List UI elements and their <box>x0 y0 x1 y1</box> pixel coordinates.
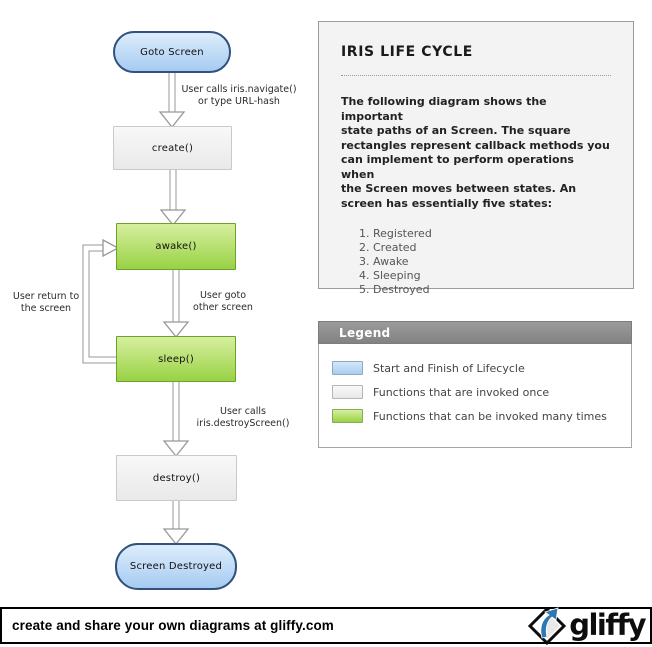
state-list-item: Awake <box>373 255 611 268</box>
legend-row: Functions that are invoked once <box>332 385 631 399</box>
arrow-sleep-to-destroy <box>162 382 190 458</box>
arrow-goto-to-create <box>158 73 186 129</box>
legend-swatch-once-icon <box>332 385 363 399</box>
legend-label: Functions that can be invoked many times <box>373 409 607 423</box>
gliffy-logo: gliffy <box>527 606 646 646</box>
node-sleep: sleep() <box>116 336 236 382</box>
legend-row: Start and Finish of Lifecycle <box>332 361 631 375</box>
node-label: Screen Destroyed <box>129 561 223 572</box>
node-create: create() <box>113 126 232 170</box>
legend-row: Functions that can be invoked many times <box>332 409 631 423</box>
footer-bar: create and share your own diagrams at gl… <box>0 606 652 646</box>
arrow-create-to-awake <box>159 170 187 227</box>
flow-arrows <box>82 73 190 546</box>
edge-label-navigate: User calls iris.navigate() or type URL-h… <box>181 84 297 107</box>
footer-tagline: create and share your own diagrams at gl… <box>12 618 334 633</box>
legend-label: Functions that are invoked once <box>373 385 550 399</box>
node-label: destroy() <box>152 472 201 484</box>
state-list-item: Destroyed <box>373 283 611 296</box>
legend-header: Legend <box>318 321 632 344</box>
state-list: Registered Created Awake Sleeping Destro… <box>341 227 611 296</box>
legend-body: Start and Finish of Lifecycle Functions … <box>318 344 632 448</box>
edge-label-return: User return to the screen <box>12 291 80 314</box>
node-label: Goto Screen <box>140 46 204 58</box>
node-destroy: destroy() <box>116 455 237 501</box>
info-panel-title: IRIS LIFE CYCLE <box>341 44 473 60</box>
legend-swatch-start-icon <box>332 361 363 375</box>
node-label: awake() <box>155 241 197 252</box>
node-awake: awake() <box>116 223 236 270</box>
edge-label-goto-other: User goto other screen <box>193 290 253 313</box>
node-screen-destroyed: Screen Destroyed <box>115 543 237 590</box>
state-list-item: Created <box>373 241 611 254</box>
legend-panel: Legend Start and Finish of Lifecycle Fun… <box>318 321 632 448</box>
legend-label: Start and Finish of Lifecycle <box>373 361 525 375</box>
edge-label-destroy-call: User calls iris.destroyScreen() <box>196 406 290 429</box>
dotted-divider <box>341 75 611 76</box>
arrow-destroy-to-destroyed <box>162 501 190 546</box>
legend-swatch-many-icon <box>332 409 363 423</box>
gliffy-diamond-arrow-icon <box>528 606 567 645</box>
arrow-awake-to-sleep <box>162 270 190 339</box>
info-panel: IRIS LIFE CYCLE The following diagram sh… <box>318 21 634 296</box>
state-list-item: Registered <box>373 227 611 240</box>
node-label: sleep() <box>158 353 194 365</box>
info-panel-body: The following diagram shows the importan… <box>341 95 610 210</box>
node-goto-screen: Goto Screen <box>113 31 231 73</box>
state-list-item: Sleeping <box>373 269 611 282</box>
legend-title: Legend <box>339 325 391 340</box>
arrow-sleep-to-awake-loop <box>82 238 120 364</box>
gliffy-wordmark: gliffy <box>569 608 646 642</box>
node-label: create() <box>151 142 194 154</box>
